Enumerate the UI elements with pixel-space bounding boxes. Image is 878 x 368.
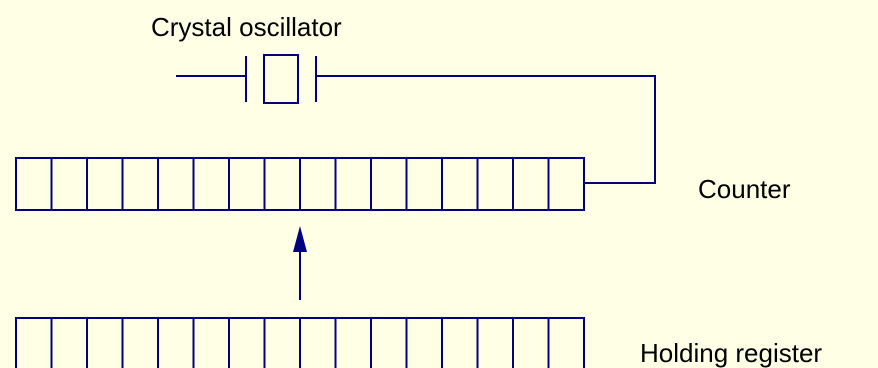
oscillator-crystal-body (263, 54, 299, 104)
holding-register-bit-cell (547, 317, 585, 368)
holding-register-bit-cell (157, 317, 195, 368)
counter-bit-cell (121, 157, 159, 211)
holding-register-bit-cell (86, 317, 124, 368)
counter-bit-cell (263, 157, 301, 211)
holding-register-bit-cell (334, 317, 372, 368)
transfer-arrowhead (293, 226, 307, 252)
holding-register-bit-cell (370, 317, 408, 368)
counter-bit-cell (547, 157, 585, 211)
transfer-arrow (293, 226, 307, 300)
counter-bit-cell (192, 157, 230, 211)
counter-bit-cell (441, 157, 479, 211)
counter-bit-cell (15, 157, 53, 211)
holding-register-bit-cell (299, 317, 337, 368)
holding-register-bit-cell (192, 317, 230, 368)
counter-bit-cell (512, 157, 550, 211)
counter-bit-cell (86, 157, 124, 211)
holding-register (15, 317, 585, 368)
crystal-oscillator-label: Crystal oscillator (151, 12, 342, 42)
holding-register-bit-cell (441, 317, 479, 368)
holding-register-bit-cell (476, 317, 514, 368)
holding-register-bit-cell (263, 317, 301, 368)
holding-register-bit-cell (228, 317, 266, 368)
counter-bit-cell (370, 157, 408, 211)
counter-bit-cell (50, 157, 88, 211)
counter-label: Counter (698, 174, 791, 204)
holding-register-bit-cell (121, 317, 159, 368)
counter-bit-cell (228, 157, 266, 211)
counter-bit-cell (405, 157, 443, 211)
holding-register-bit-cell (405, 317, 443, 368)
holding-register-label: Holding register (640, 338, 823, 368)
holding-register-bit-cell (15, 317, 53, 368)
counter-bit-cell (157, 157, 195, 211)
counter-bit-cell (334, 157, 372, 211)
crystal-oscillator-symbol (176, 54, 317, 104)
oscillator-to-counter-wire (316, 75, 656, 184)
holding-register-bit-cell (50, 317, 88, 368)
counter-bit-cell (299, 157, 337, 211)
counter-register (15, 157, 585, 211)
holding-register-bit-cell (512, 317, 550, 368)
counter-bit-cell (476, 157, 514, 211)
